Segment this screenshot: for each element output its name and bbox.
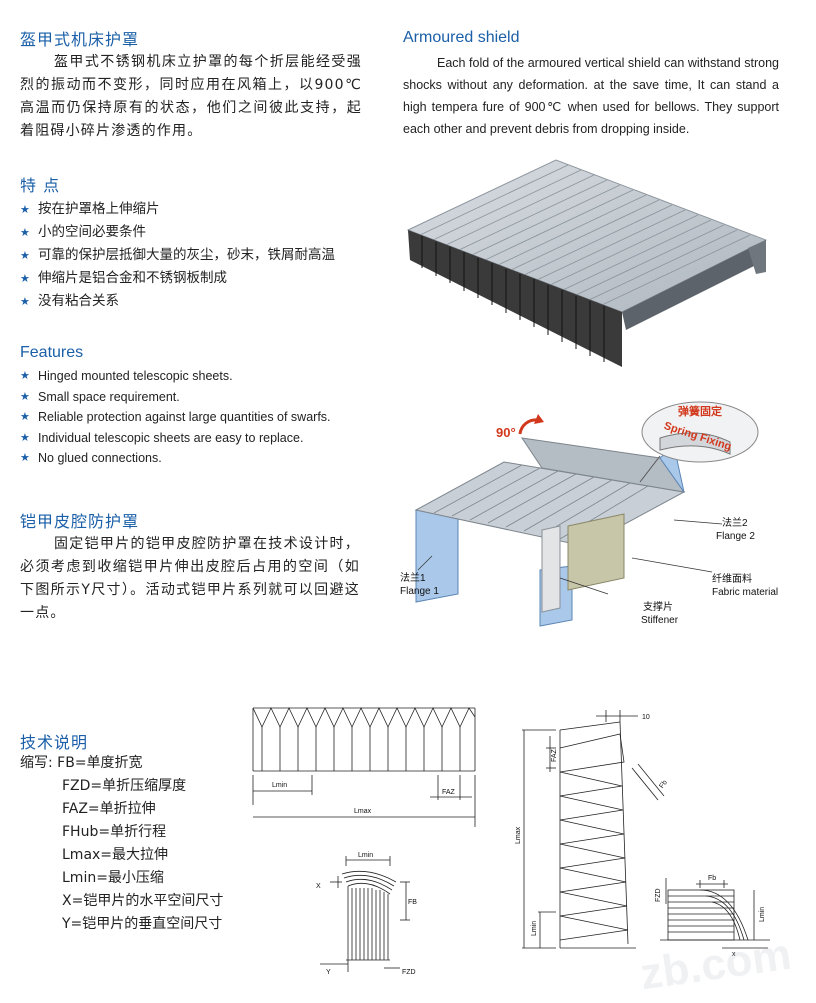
list-item: ★Hinged mounted telescopic sheets.	[20, 366, 380, 387]
abbr-line: Lmax=最大拉伸	[62, 847, 169, 863]
list-item: ★No glued connections.	[20, 448, 380, 469]
list-item: ★Individual telescopic sheets are easy t…	[20, 428, 380, 449]
list-item: ★没有粘合关系	[20, 290, 380, 313]
star-icon: ★	[20, 370, 30, 382]
intro-en-body: Each fold of the armoured vertical shiel…	[403, 56, 779, 136]
features-zh-list: ★按在护罩格上伸缩片 ★小的空间必要条件 ★可靠的保护层抵御大量的灰尘，砂末，铁…	[20, 198, 380, 313]
armour-zh-title: 铠甲皮腔防护罩	[20, 512, 140, 531]
faz-dim-label-c: FAZ	[551, 748, 558, 762]
star-icon: ★	[20, 203, 30, 216]
star-icon: ★	[20, 452, 30, 464]
list-item: ★按在护罩格上伸缩片	[20, 198, 380, 221]
ten-dim-label: 10	[642, 714, 650, 721]
list-item: ★伸缩片是铝合金和不锈钢板制成	[20, 267, 380, 290]
armoured-shield-illustration	[406, 159, 768, 367]
lmax-dim-label-c: Lmax	[515, 826, 522, 844]
armour-zh-body: 固定铠甲片的铠甲皮腔防护罩在技术设计时，必须考虑到收缩铠甲片伸出皮腔后占用的空间…	[20, 536, 360, 621]
star-icon: ★	[20, 249, 30, 262]
armour-compressed-drawing: Lmin X FB Y FZD	[316, 852, 417, 976]
intro-zh-title: 盔甲式机床护罩	[20, 30, 140, 49]
fabric-zh-label: 纤维面料	[712, 574, 752, 585]
features-en-title: Features	[20, 344, 84, 361]
fzd-dim-label: FZD	[402, 969, 416, 976]
spring-fixing-zh-label: 弹簧固定	[678, 406, 722, 418]
bellows-extended-drawing: Lmin FAZ Lmax	[252, 707, 476, 827]
lmin-dim-label-c: Lmin	[531, 921, 538, 936]
abbr-line: 缩写: FB=单度折宽	[20, 755, 143, 771]
lmin-dim-label-b: Lmin	[358, 852, 373, 859]
lmax-dim-label: Lmax	[354, 808, 372, 815]
fabric-en-label: Fabric material	[712, 587, 779, 598]
intro-zh-body: 盔甲式不锈钢机床立护罩的每个折层能经受强烈的振动而不变形，同时应用在风箱上，以9…	[20, 54, 362, 139]
y-dim-label: Y	[326, 969, 331, 976]
stiffener-zh-label: 支撑片	[643, 602, 673, 613]
faz-dim-label: FAZ	[442, 789, 456, 796]
fb-dim-label-d: Fb	[708, 875, 716, 882]
fb-dim-label-c: Fb	[658, 779, 668, 790]
lmin-dim-label: Lmin	[272, 782, 287, 789]
angle-label: 90°	[496, 425, 516, 440]
flange2-en-label: Flange 2	[716, 531, 755, 542]
star-icon: ★	[20, 272, 30, 285]
list-item: ★Reliable protection against large quant…	[20, 407, 380, 428]
x-dim-label: X	[316, 883, 321, 890]
star-icon: ★	[20, 411, 30, 423]
star-icon: ★	[20, 295, 30, 308]
list-item: ★可靠的保护层抵御大量的灰尘，砂末，铁屑耐高温	[20, 244, 380, 267]
tech-title: 技术说明	[20, 733, 89, 752]
star-icon: ★	[20, 226, 30, 239]
flange1-en-label: Flange 1	[400, 586, 439, 597]
abbr-line: FHub=单折行程	[62, 824, 167, 840]
stiffener-en-label: Stiffener	[641, 615, 679, 626]
intro-en-title: Armoured shield	[403, 29, 520, 46]
tech-abbreviations: 缩写: FB=单度折宽 FZD=单折压缩厚度 FAZ=单折拉伸 FHub=单折行…	[20, 752, 223, 936]
features-zh-title: 特 点	[20, 176, 61, 195]
armour-vertical-drawing: 10 FAZ Lmax Lmin Fb FZD Fb Lmin x	[515, 710, 770, 958]
flange1-zh-label: 法兰1	[400, 573, 426, 584]
x-dim-label-d: x	[732, 951, 736, 958]
fzd-dim-label-c: FZD	[655, 888, 662, 902]
flange2-zh-label: 法兰2	[722, 518, 748, 529]
fb-dim-label: FB	[408, 899, 417, 906]
abbr-line: Lmin=最小压缩	[62, 870, 164, 886]
features-en-list: ★Hinged mounted telescopic sheets. ★Smal…	[20, 366, 380, 469]
abbr-line: FZD=单折压缩厚度	[62, 778, 187, 794]
bellows-construction-illustration	[414, 401, 759, 627]
abbr-line: Y=铠甲片的垂直空间尺寸	[62, 916, 223, 932]
star-icon: ★	[20, 390, 30, 403]
abbr-line: FAZ=单折拉伸	[62, 801, 156, 817]
list-item: ★Small space requirement.	[20, 387, 380, 408]
abbr-line: X=铠甲片的水平空间尺寸	[62, 893, 224, 909]
star-icon: ★	[20, 431, 30, 444]
lmin-dim-label-d: Lmin	[759, 907, 766, 922]
list-item: ★小的空间必要条件	[20, 221, 380, 244]
